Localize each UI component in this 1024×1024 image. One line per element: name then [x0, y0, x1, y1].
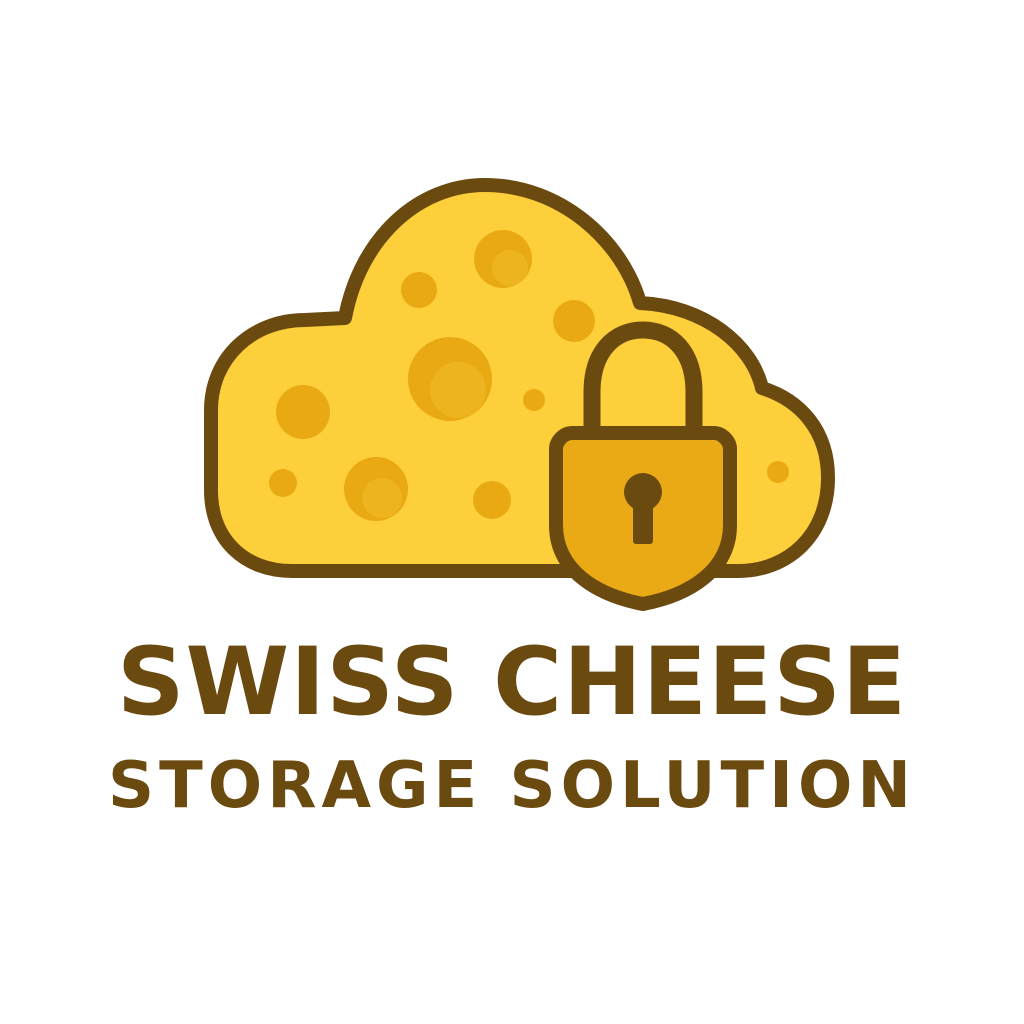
keyhole-icon [624, 473, 662, 544]
keyhole-slot [633, 496, 653, 544]
cheese-hole-shading [362, 250, 528, 518]
cheese-hole [269, 469, 297, 497]
cheese-hole [553, 300, 595, 342]
hole-highlight [492, 250, 528, 286]
logo-mark [204, 178, 835, 611]
hole-highlight [362, 478, 402, 518]
cheese-hole [401, 272, 437, 308]
brand-name: SWISS CHEESE [116, 628, 908, 737]
padlock-shield-icon [549, 321, 737, 611]
hole-highlight [430, 362, 486, 418]
cheese-hole [767, 461, 789, 483]
padlock-shackle [583, 321, 703, 453]
cheese-hole [523, 389, 545, 411]
brand-tagline: STORAGE SOLUTION [108, 749, 916, 823]
cheese-hole [473, 481, 511, 519]
cheese-hole [276, 385, 330, 439]
